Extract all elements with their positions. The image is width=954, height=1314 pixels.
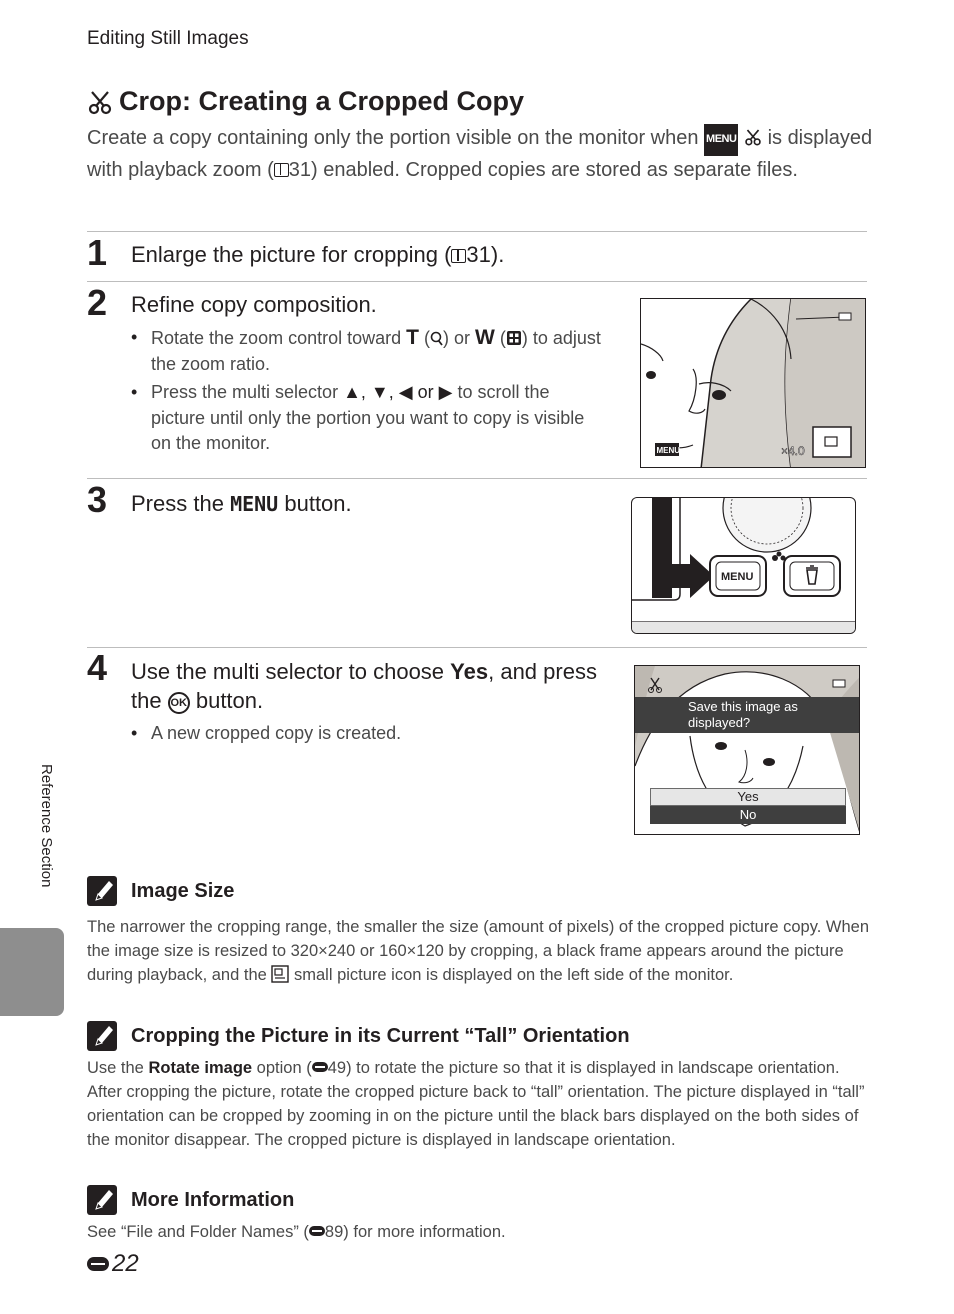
zoomed-playback-screen: MENU ×4.0 bbox=[640, 298, 866, 468]
bullet-text: ) to adjust the zoom ratio. bbox=[151, 328, 601, 374]
note-body: Use the Rotate image option (49) to rota… bbox=[87, 1056, 872, 1152]
section-title: Editing Still Images bbox=[87, 28, 249, 49]
dialog-option-label: No bbox=[739, 807, 757, 822]
book-icon bbox=[451, 249, 467, 263]
step-text-a: Press the bbox=[131, 491, 224, 516]
small-picture-icon bbox=[271, 965, 290, 983]
wide-label: W bbox=[475, 326, 495, 349]
list-item: Press the multi selector ▲, ▼, ◀ or ▶ to… bbox=[131, 380, 601, 457]
page-number: 22 bbox=[87, 1250, 139, 1278]
bullet-text: ) or bbox=[443, 328, 470, 348]
zoom-indicator: ×4.0 bbox=[781, 444, 805, 458]
page-title: Crop: Creating a Cropped Copy bbox=[87, 86, 524, 117]
svg-text:MENU: MENU bbox=[657, 446, 681, 455]
step-text: Press the MENU button. bbox=[131, 489, 352, 519]
pencil-icon bbox=[87, 1185, 117, 1215]
note-body: The narrower the cropping range, the sma… bbox=[87, 915, 872, 987]
note-text: small picture icon is displayed on the l… bbox=[293, 966, 734, 984]
intro-text-3: 31) enabled. Cropped copies are stored a… bbox=[288, 158, 798, 181]
scissors-icon bbox=[745, 129, 761, 146]
tele-label: T bbox=[406, 326, 419, 349]
pencil-icon bbox=[87, 1021, 117, 1051]
step-text: Refine copy composition. bbox=[131, 292, 377, 317]
list-item: A new cropped copy is created. bbox=[131, 721, 591, 747]
divider bbox=[87, 231, 867, 232]
intro-text-2: is displayed with playback zoom ( bbox=[87, 127, 873, 181]
pencil-icon bbox=[87, 876, 117, 906]
list-item: Rotate the zoom control toward T ( ) or W… bbox=[131, 325, 611, 377]
note-title: Cropping the Picture in its Current “Tal… bbox=[131, 1025, 630, 1047]
menu-button-label: MENU bbox=[721, 571, 753, 583]
note-text: 89) for more information. bbox=[324, 1223, 506, 1241]
menu-icon: MENU bbox=[704, 124, 739, 156]
divider bbox=[87, 647, 867, 648]
step-number: 4 bbox=[87, 647, 108, 688]
divider bbox=[87, 478, 867, 479]
divider bbox=[87, 281, 867, 282]
menu-label: MENU bbox=[230, 492, 279, 516]
note-text: Use the bbox=[87, 1059, 144, 1077]
e-reference-icon bbox=[308, 1226, 325, 1236]
save-dialog-screen: Save this image as displayed? Yes No bbox=[634, 665, 860, 835]
note-body: See “File and Folder Names” ( 89) for mor… bbox=[87, 1220, 872, 1244]
yes-label: Yes bbox=[450, 659, 489, 684]
thumbnail-icon bbox=[506, 331, 521, 345]
bullet-text: to scroll the picture until only the por… bbox=[151, 382, 585, 453]
bullet-text: ( bbox=[424, 328, 430, 348]
step-number: 3 bbox=[87, 479, 108, 520]
dialog-question: Save this image as displayed? bbox=[635, 697, 859, 733]
side-section-label: Reference Section bbox=[38, 764, 55, 888]
book-icon bbox=[273, 162, 289, 177]
step-number: 1 bbox=[87, 232, 108, 273]
scissors-icon bbox=[88, 90, 112, 114]
dialog-question-line: Save this image as bbox=[688, 699, 798, 714]
arrow-keys: ▲, ▼, ◀ or ▶ bbox=[343, 382, 453, 402]
step-number: 2 bbox=[87, 282, 108, 323]
note-title: Image Size bbox=[131, 880, 235, 902]
note-emphasis: Rotate image bbox=[148, 1059, 253, 1077]
e-reference-icon bbox=[311, 1062, 328, 1072]
step-text: Enlarge the picture for cropping ( 31). bbox=[131, 240, 504, 269]
note-text: option ( bbox=[256, 1059, 312, 1077]
bullet-text: Rotate the zoom control toward bbox=[151, 328, 402, 348]
dialog-option-yes[interactable]: Yes bbox=[650, 788, 846, 806]
bullet-text: ( bbox=[499, 328, 506, 348]
step-text-a: Use the multi selector to choose bbox=[131, 659, 445, 684]
dialog-option-no[interactable]: No bbox=[650, 806, 846, 824]
note-text: 49) to rotate the picture so that it is … bbox=[87, 1059, 865, 1149]
page-title-text: Crop: Creating a Cropped Copy bbox=[119, 86, 525, 116]
step-text-b: , and press the bbox=[131, 659, 597, 713]
portrait-illustration: MENU ×4.0 bbox=[641, 299, 865, 467]
intro-paragraph: Create a copy containing only the portio… bbox=[87, 124, 877, 185]
step-text-a: Enlarge the picture for cropping ( bbox=[131, 242, 452, 267]
step-text-b: 31). bbox=[466, 242, 505, 267]
note-text: See “File and Folder Names” ( bbox=[87, 1223, 309, 1241]
side-section-tab bbox=[0, 928, 64, 1016]
camera-back-illustration: MENU bbox=[631, 497, 856, 634]
dialog-question-line: displayed? bbox=[688, 715, 751, 730]
note-text: The narrower the cropping range, the sma… bbox=[87, 918, 870, 984]
step-text-c: button. bbox=[195, 688, 264, 713]
step-text-b: button. bbox=[284, 491, 352, 516]
dialog-option-label: Yes bbox=[737, 789, 759, 804]
e-reference-icon bbox=[87, 1257, 109, 1271]
magnifier-icon bbox=[430, 331, 443, 346]
intro-text-1: Create a copy containing only the portio… bbox=[87, 127, 699, 149]
step-text: Use the multi selector to choose Yes, an… bbox=[131, 657, 631, 715]
ok-button-icon: OK bbox=[167, 692, 190, 714]
page-number-text: 22 bbox=[112, 1250, 139, 1277]
bullet-text: Press the multi selector bbox=[151, 382, 339, 402]
note-title: More Information bbox=[131, 1189, 295, 1211]
